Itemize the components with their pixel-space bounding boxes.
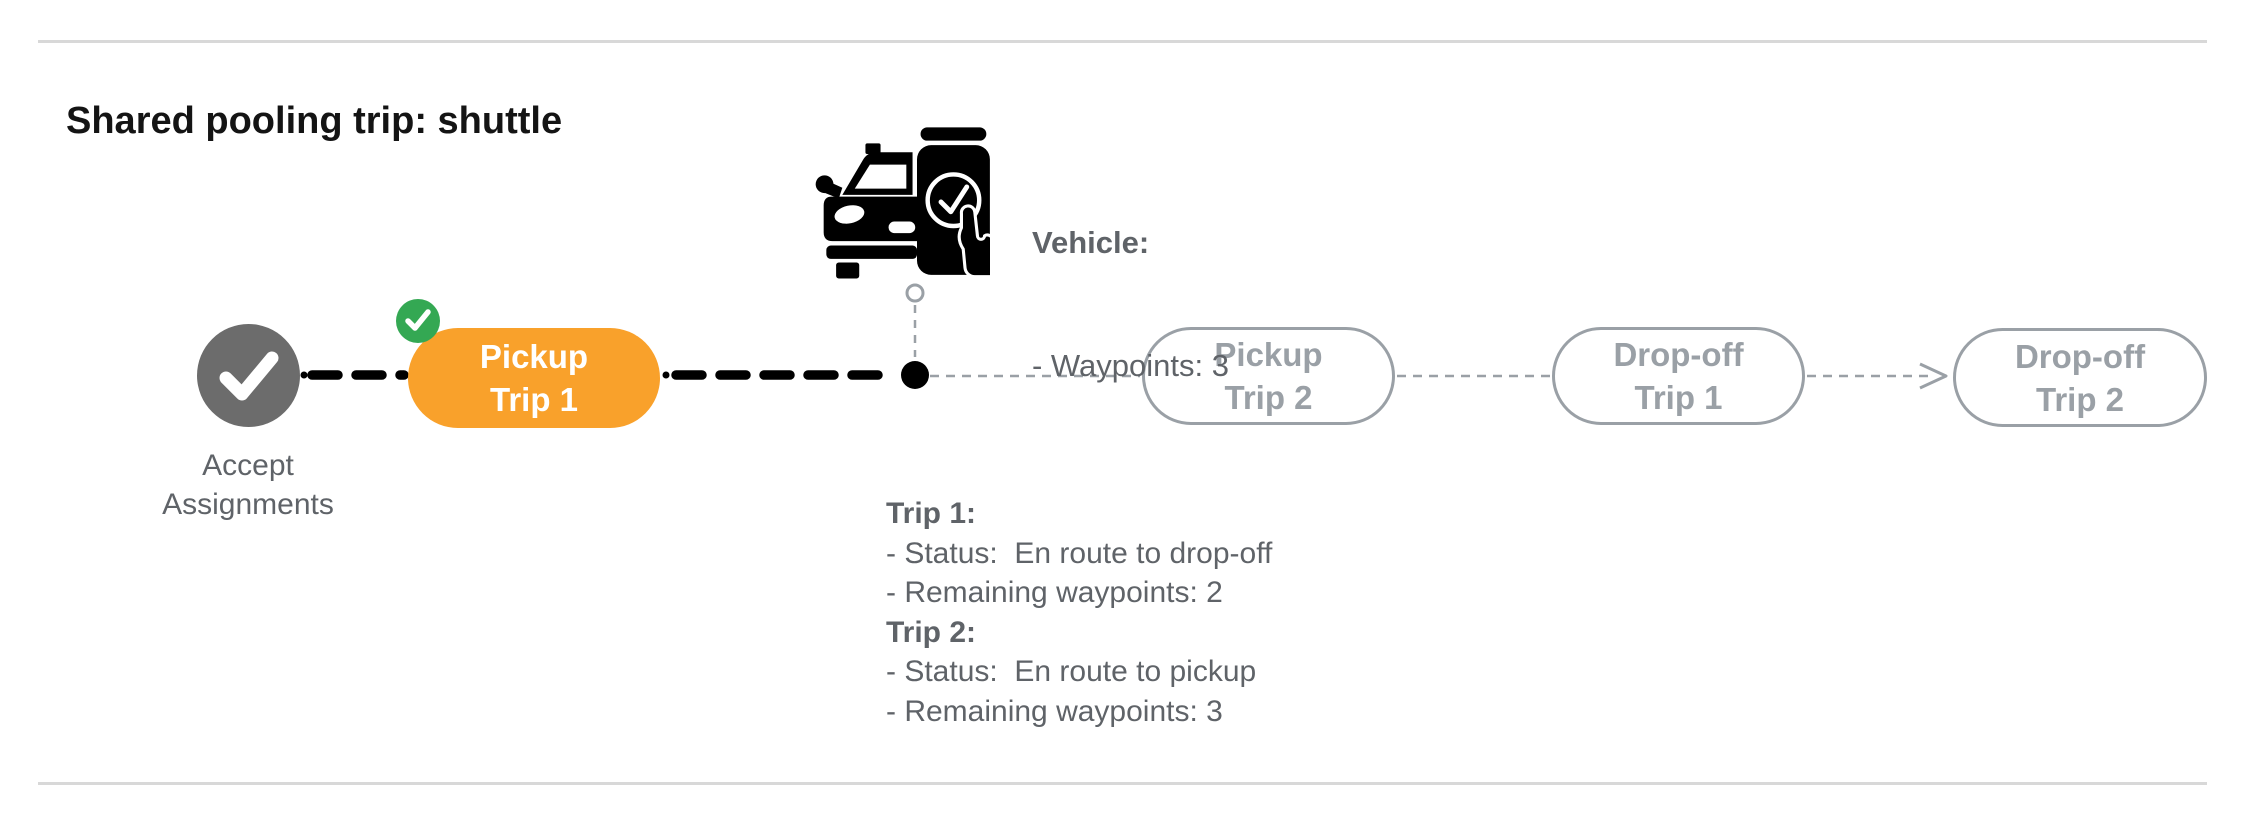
check-icon <box>219 351 278 400</box>
car-glyph <box>815 143 917 279</box>
green-check-badge-icon <box>396 299 440 343</box>
accept-assignments-node <box>197 324 300 427</box>
vehicle-info: Vehicle: - Waypoints: 3 <box>1032 140 1229 468</box>
pill-label-line1: Pickup <box>479 338 589 375</box>
phone-glyph <box>917 127 990 279</box>
bottom-divider <box>38 782 2207 785</box>
trip1-status: - Status: En route to drop-off <box>886 536 1273 570</box>
pickup-trip1-pill: Pickup Trip 1 <box>408 328 660 428</box>
trip1-label: Trip 1: <box>886 497 977 530</box>
accept-label-line1: Accept <box>202 449 294 482</box>
dash-dot <box>662 371 670 379</box>
trip2-label: Trip 2: <box>886 615 977 649</box>
vehicle-marker-ring <box>905 283 925 303</box>
hand-glyph <box>957 204 990 279</box>
pickup-trip2-pill: Pickup Trip 2 <box>1142 327 1395 425</box>
pill-label-line2: Trip 1 <box>1634 379 1723 416</box>
vehicle-app-icon <box>815 127 990 279</box>
trip2-status: - Status: En route to pickup <box>886 655 1257 688</box>
trip2-remaining: - Remaining waypoints: 3 <box>886 694 1223 728</box>
dropoff-trip1-pill: Drop-off Trip 1 <box>1552 327 1805 425</box>
pill-label-line2: Trip 2 <box>1224 379 1313 416</box>
vehicle-waypoints: - Waypoints: 3 <box>1032 348 1229 383</box>
pill-label-line1: Drop-off <box>1613 336 1744 373</box>
vehicle-info-label: Vehicle: <box>1032 225 1150 260</box>
accept-label-line2: Assignments <box>162 488 334 521</box>
pill-label-line2: Trip 1 <box>489 381 579 418</box>
pill-label-line1: Drop-off <box>2014 337 2146 375</box>
dropoff-trip2-pill: Drop-off Trip 2 <box>1953 328 2207 427</box>
pill-label-line1: Pickup <box>1214 336 1323 373</box>
vehicle-position-dot <box>901 361 929 389</box>
arrow-head-icon <box>1919 362 1948 390</box>
badge-check-icon <box>405 309 431 331</box>
page-title: Shared pooling trip: shuttle <box>66 100 563 142</box>
pill-label-line2: Trip 2 <box>2035 380 2125 418</box>
dash-dot <box>300 371 308 379</box>
trip1-remaining: - Remaining waypoints: 2 <box>886 576 1223 609</box>
accept-assignments-label: Accept Assignments <box>118 446 378 524</box>
trip-info: Trip 1: - Status: En route to drop-off -… <box>886 494 1272 731</box>
top-divider <box>38 40 2207 43</box>
